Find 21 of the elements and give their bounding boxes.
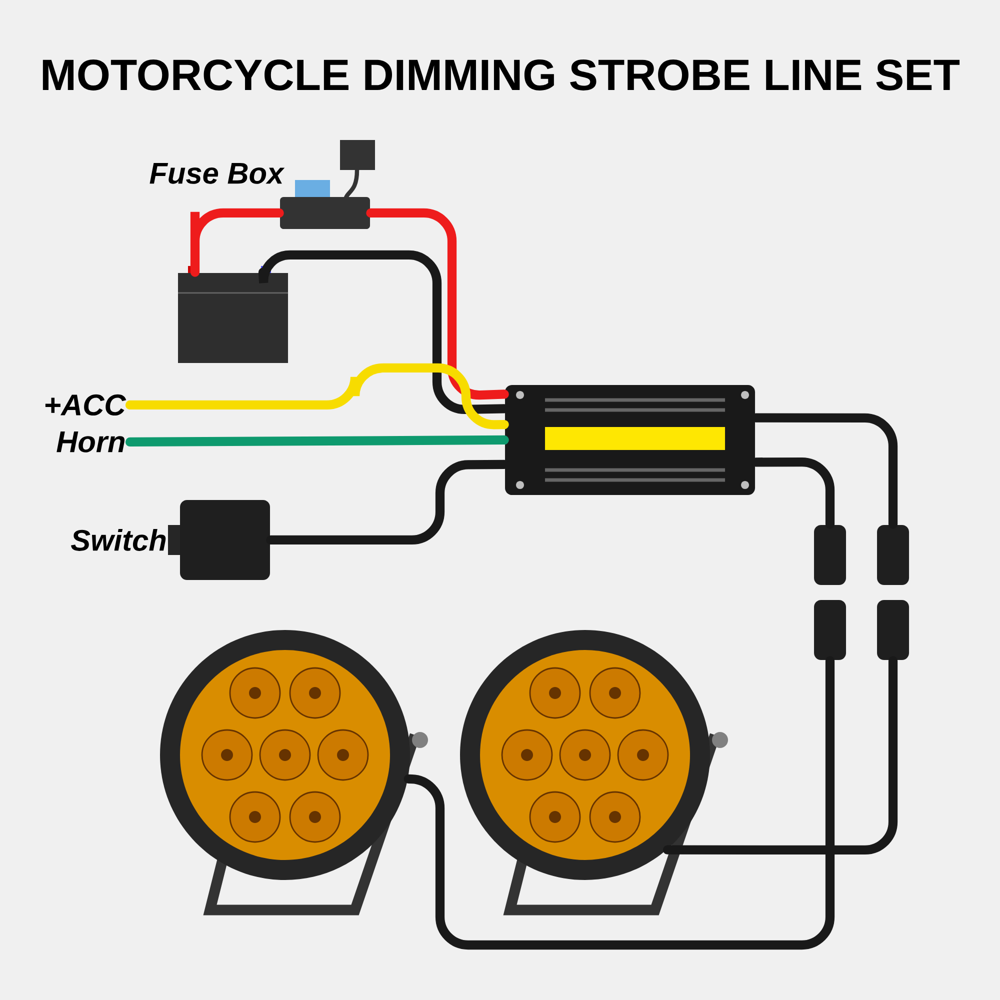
connector-plug: [814, 600, 846, 660]
wire: [125, 363, 509, 430]
wire: [125, 435, 509, 447]
fuse-box-drawing: Fuse Box: [150, 140, 375, 229]
connector-plug: [814, 524, 846, 585]
wire: [404, 656, 835, 950]
node-label: Switch: [70, 529, 166, 551]
battery-drawing: [178, 266, 288, 363]
title: MOTORCYCLE DIMMING STROBE LINE SET: [42, 59, 960, 90]
control-box-drawing: [505, 384, 756, 495]
wire-label: Horn: [56, 432, 124, 452]
wire: [190, 207, 284, 277]
fog-light-drawing: [460, 630, 728, 916]
wire-label: +ACC: [45, 394, 126, 416]
fog-light-drawing: [160, 630, 428, 916]
switch-drawing: Switch: [71, 500, 270, 580]
connector-plug: [877, 600, 910, 660]
node-label: Fuse Box: [150, 163, 285, 184]
connector-plug: [877, 524, 910, 585]
wire: [366, 208, 509, 400]
wire: [662, 656, 898, 855]
